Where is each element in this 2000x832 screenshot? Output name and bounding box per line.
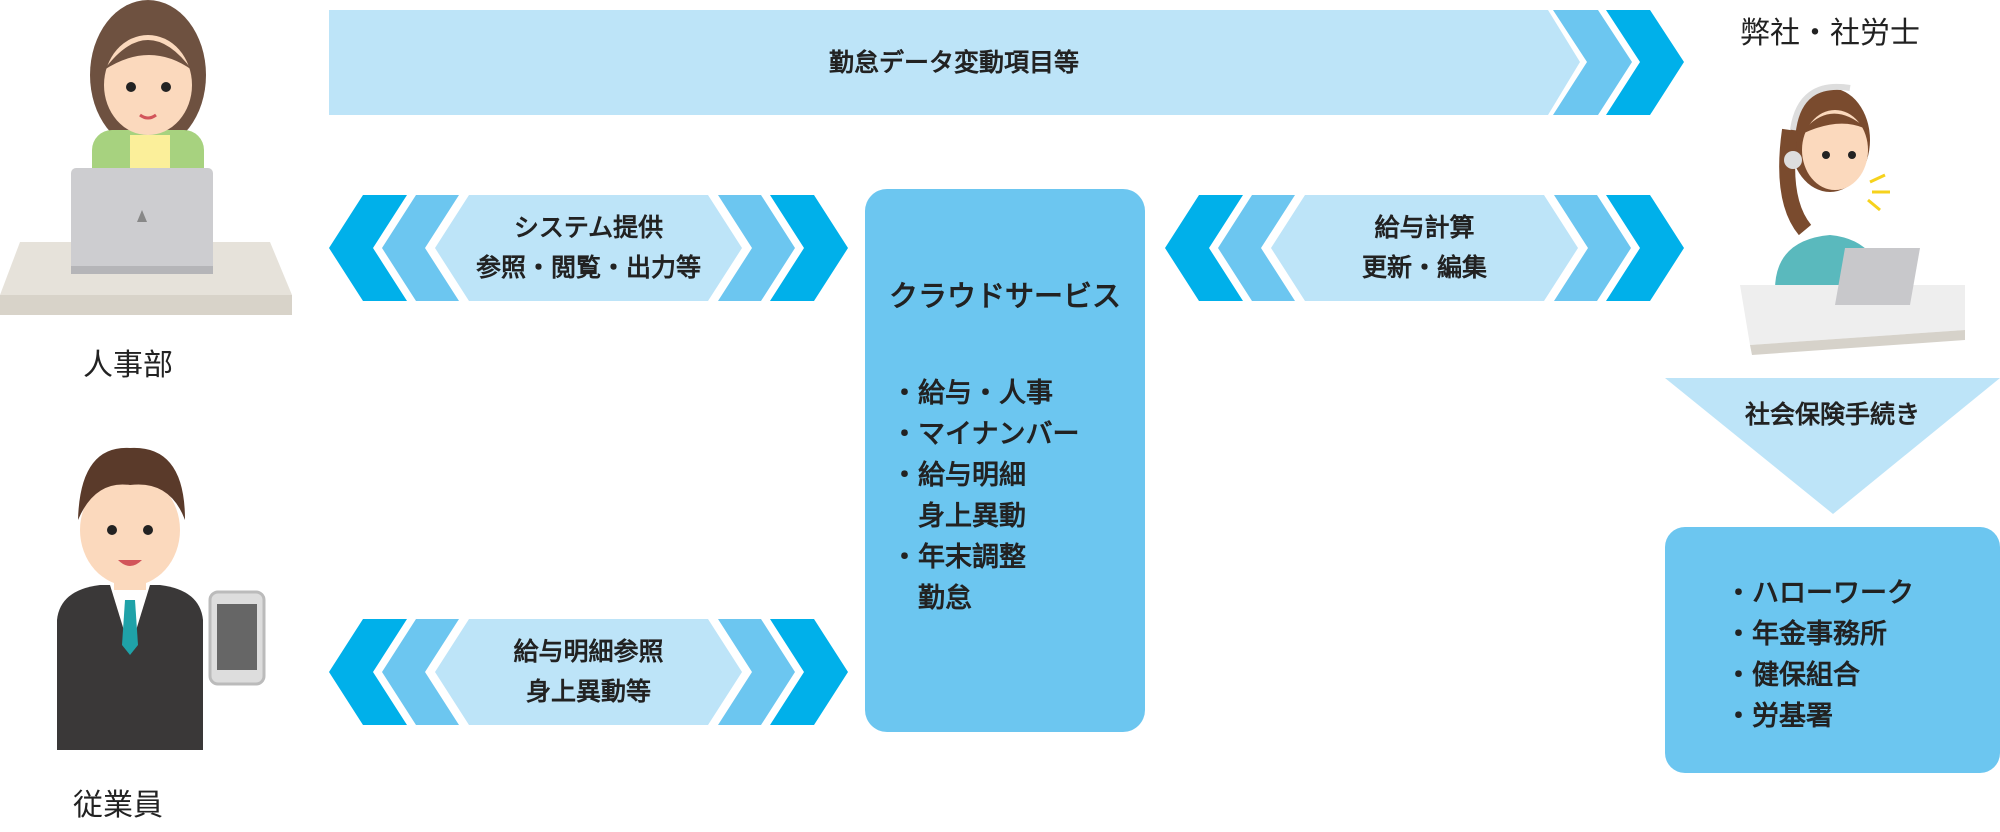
- cloud-service-list: ・給与・人事 ・マイナンバー ・給与明細 身上異動 ・年末調整 勤怠: [891, 373, 1145, 619]
- payslip-flow-arrow: [329, 619, 848, 725]
- employee-person-illustration: [57, 447, 266, 750]
- payroll-line1: 給与計算: [1374, 213, 1475, 242]
- payslip-line1: 給与明細参照: [513, 637, 664, 666]
- cloud-item: ・給与・人事: [891, 378, 1053, 409]
- top-flow-label: 勤怠データ変動項目等: [828, 48, 1079, 77]
- payroll-flow-arrow: [1165, 195, 1684, 301]
- hr-person-illustration: [0, 0, 292, 315]
- cloud-service-box: クラウドサービス ・給与・人事 ・マイナンバー ・給与明細 身上異動 ・年末調整…: [865, 189, 1145, 732]
- offices-box: ・ハローワーク ・年金事務所 ・健保組合 ・労基署: [1665, 527, 2000, 773]
- social-insurance-triangle: [1665, 378, 2000, 514]
- office-item: ・健保組合: [1725, 660, 1860, 691]
- payslip-line2: 身上異動等: [525, 677, 651, 706]
- system-line2: 参照・閲覧・出力等: [475, 253, 701, 282]
- system-line1: システム提供: [513, 213, 664, 242]
- payroll-line2: 更新・編集: [1361, 253, 1487, 282]
- payroll-flow-label: 給与計算 更新・編集: [1271, 208, 1578, 288]
- cloud-item: ・給与明細: [891, 460, 1026, 491]
- cloud-item: ・マイナンバー: [891, 419, 1080, 450]
- system-flow-label: システム提供 参照・閲覧・出力等: [435, 208, 742, 288]
- employee-label: 従業員: [73, 788, 163, 823]
- payslip-flow-label: 給与明細参照 身上異動等: [435, 632, 742, 712]
- provider-label: 弊社・社労士: [1740, 16, 1920, 51]
- system-flow-arrow: [329, 195, 848, 301]
- social-insurance-label: 社会保険手続き: [1744, 400, 1920, 429]
- office-item: ・年金事務所: [1725, 619, 1887, 650]
- office-item: ・労基署: [1725, 701, 1833, 732]
- cloud-item: ・年末調整: [891, 542, 1026, 573]
- cloud-service-title: クラウドサービス: [888, 279, 1121, 313]
- cloud-item: 身上異動: [891, 501, 1026, 532]
- offices-list: ・ハローワーク ・年金事務所 ・健保組合 ・労基署: [1725, 573, 2000, 737]
- top-flow-arrow: [329, 10, 1684, 115]
- hr-label: 人事部: [83, 348, 173, 383]
- office-item: ・ハローワーク: [1725, 578, 1914, 609]
- provider-person-illustration: [1740, 83, 1965, 355]
- cloud-item: 勤怠: [891, 583, 972, 614]
